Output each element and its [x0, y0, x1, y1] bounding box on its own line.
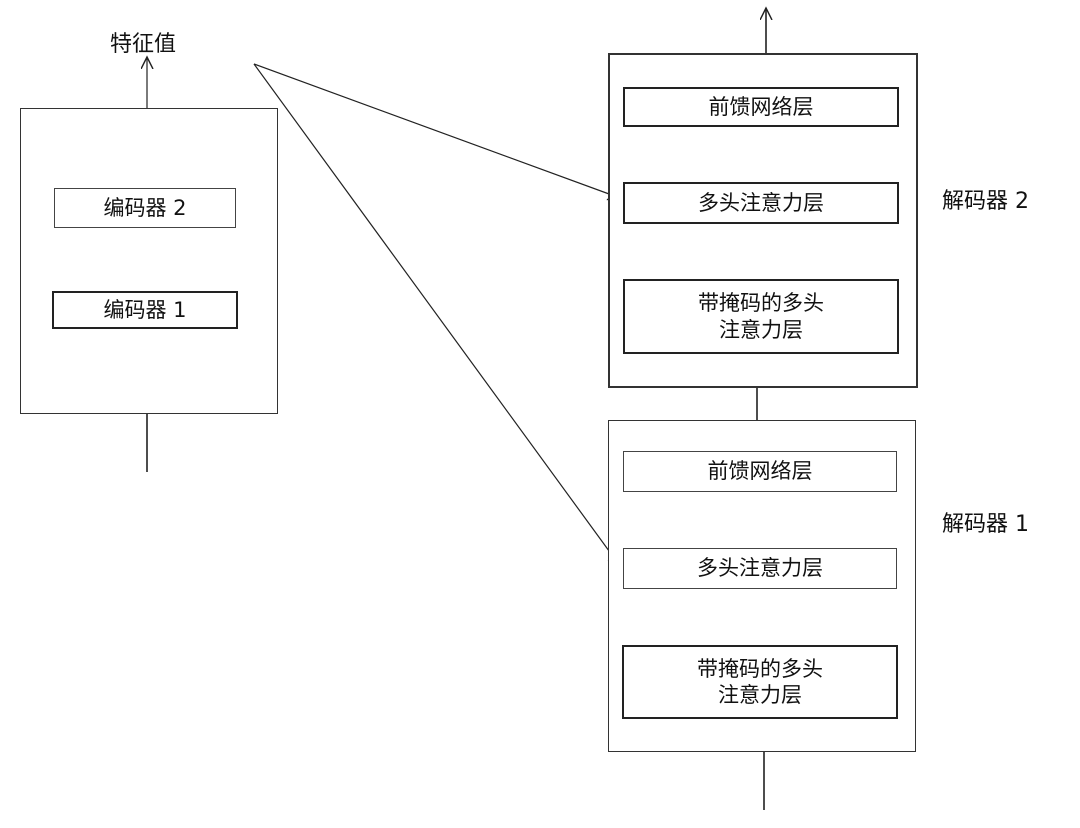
features-to-decoder1-arrow [253, 63, 620, 566]
encoder-1-box: 编码器 1 [52, 291, 238, 329]
decoder-2-masked-line1: 带掩码的多头 [698, 291, 824, 316]
decoder-1-masked-attention-box: 带掩码的多头 注意力层 [622, 645, 898, 719]
decoder-1-masked-line1: 带掩码的多头 [697, 656, 823, 681]
decoder-2-label: 解码器 2 [942, 189, 1029, 214]
decoder-1-label: 解码器 1 [942, 512, 1029, 537]
decoder-1-masked-line2: 注意力层 [718, 683, 802, 707]
decoder-2-masked-line2: 注意力层 [719, 317, 803, 342]
decoder-2-feed-forward-box: 前馈网络层 [623, 87, 899, 127]
encoder-stack-frame [20, 108, 278, 414]
decoder-2-masked-attention-box: 带掩码的多头 注意力层 [623, 279, 899, 354]
decoder-1-attention-box: 多头注意力层 [623, 548, 897, 589]
decoder-1-feed-forward-box: 前馈网络层 [623, 451, 897, 492]
feature-value-label: 特征值 [110, 32, 177, 57]
decoder-2-attention-box: 多头注意力层 [623, 182, 899, 224]
encoder-2-box: 编码器 2 [54, 188, 236, 228]
features-to-decoder2-arrow [253, 63, 620, 198]
